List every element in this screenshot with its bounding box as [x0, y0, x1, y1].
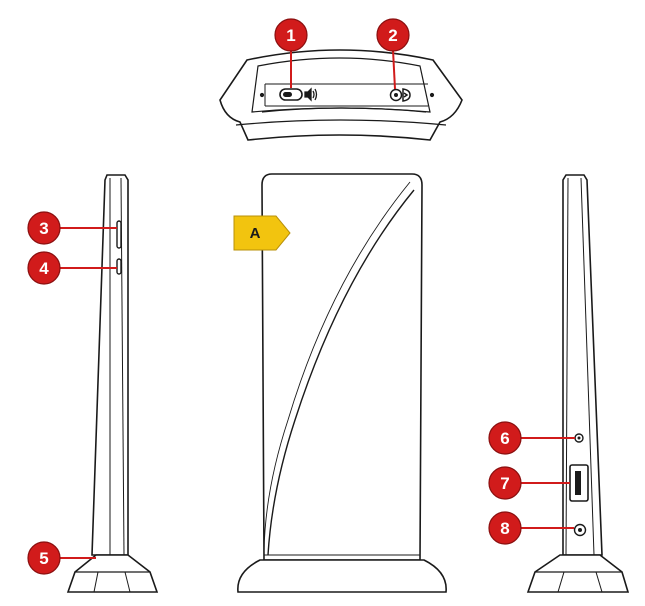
speaker-sound-icon — [304, 87, 318, 102]
left-led-long — [116, 220, 122, 249]
callout-8-label: 8 — [500, 519, 509, 538]
right-side-view — [526, 174, 630, 593]
callout-7-label: 7 — [500, 474, 509, 493]
reset-port[interactable] — [574, 433, 584, 443]
callout-2: 2 — [376, 18, 410, 52]
front-view — [237, 173, 447, 593]
callout-6-label: 6 — [500, 429, 509, 448]
front-tag: A — [233, 215, 291, 251]
callout-2-label: 2 — [388, 26, 397, 45]
left-side-view — [66, 174, 159, 593]
callout-6: 6 — [488, 421, 522, 455]
toggle-switch-icon[interactable] — [279, 88, 303, 101]
callout-leaders — [60, 49, 575, 559]
callout-5-label: 5 — [39, 549, 48, 568]
callout-3: 3 — [27, 211, 61, 245]
callout-7: 7 — [488, 466, 522, 500]
callout-1-label: 1 — [286, 26, 295, 45]
callout-1: 1 — [274, 18, 308, 52]
usb-port[interactable] — [569, 464, 589, 502]
front-tag-label: A — [250, 225, 261, 242]
dc-in-jack[interactable] — [573, 523, 587, 537]
callout-4-label: 4 — [39, 259, 49, 278]
top-view — [219, 49, 463, 141]
left-led-short — [116, 258, 122, 275]
callout-8: 8 — [488, 511, 522, 545]
callout-3-label: 3 — [39, 219, 48, 238]
callout-5: 5 — [27, 541, 61, 575]
wps-icon[interactable] — [389, 88, 411, 102]
callout-4: 4 — [27, 251, 61, 285]
